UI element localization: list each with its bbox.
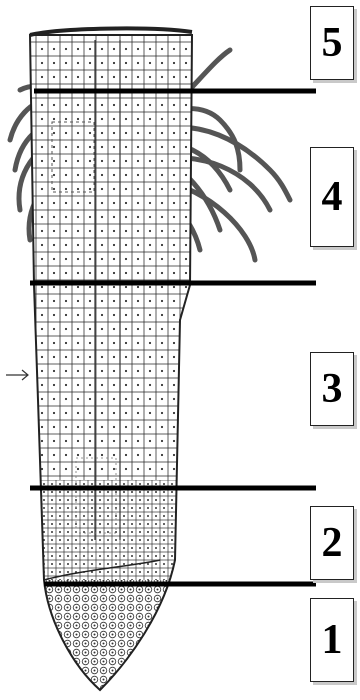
- left-arrow-marker: [6, 370, 28, 380]
- zone-label-5: 5: [310, 6, 354, 80]
- zone-label-3: 3: [310, 352, 354, 426]
- zone-label-2: 2: [310, 506, 354, 580]
- zone-label-4: 4: [310, 147, 354, 247]
- root-body: [0, 30, 220, 700]
- zone-label-1: 1: [310, 598, 354, 682]
